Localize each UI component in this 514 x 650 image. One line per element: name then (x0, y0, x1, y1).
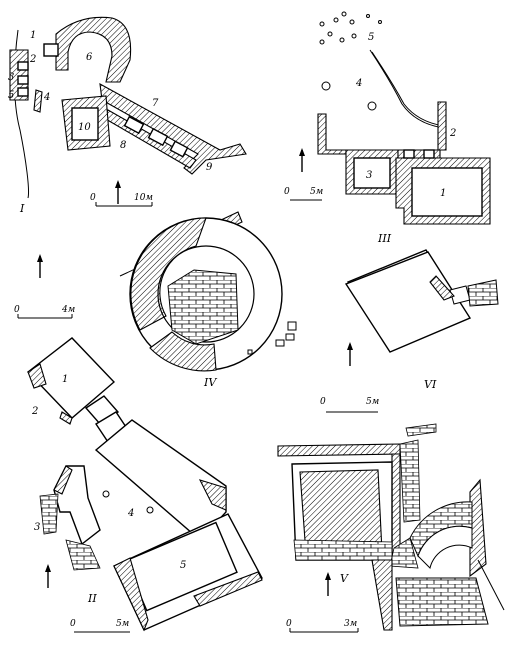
plan-III-label-5: 5 (368, 32, 374, 43)
north-arrow-icon (324, 571, 332, 597)
plan-II-label-4: 4 (127, 508, 134, 519)
plan-VI: 0 5м VI (320, 249, 499, 413)
plan-IV-title: IV (203, 376, 217, 389)
plan-III-title: III (377, 232, 392, 245)
plan-II-label-3: 3 (34, 522, 40, 533)
plan-V-scale-end: 3м (344, 619, 357, 629)
plan-II-scale-end: 5м (116, 619, 129, 629)
plan-II-label-1: 1 (62, 374, 68, 385)
plan-I-scale-start: 0 (90, 193, 96, 203)
plan-I-label-7: 7 (152, 98, 159, 109)
plan-III-label-1: 1 (440, 188, 446, 199)
plan-I-label-10: 10 (78, 122, 91, 133)
plan-I-label-9: 9 (206, 162, 213, 173)
plan-I-label-4: 4 (43, 92, 50, 103)
plan-IV-scale-start: 0 (14, 305, 20, 315)
plan-I-label-3: 3 (8, 72, 14, 83)
north-arrow-icon (44, 563, 52, 589)
north-arrow-icon (346, 341, 354, 367)
plan-I-label-2: 2 (29, 54, 36, 65)
plan-III: 5 4 2 3 1 0 5м III (284, 11, 491, 245)
plan-II-label-2: 2 (31, 406, 38, 417)
plan-VI-scale-end: 5м (366, 397, 379, 407)
plan-I-label-6: 6 (86, 52, 93, 63)
north-arrow-icon (36, 253, 44, 279)
north-arrow-icon (298, 147, 306, 173)
plan-I-label-1: 1 (30, 30, 36, 41)
plan-VI-scale-start: 0 (320, 397, 326, 407)
plan-III-label-2: 2 (449, 128, 456, 139)
plan-V-scale-start: 0 (286, 619, 292, 629)
plan-I-scale-end: 10м (134, 193, 153, 203)
plan-II-title: II (87, 592, 97, 605)
plan-I-label-8: 8 (120, 140, 126, 151)
plan-III-label-4: 4 (355, 78, 362, 89)
plan-III-scale-start: 0 (284, 187, 290, 197)
plan-V: V 0 3м (277, 423, 505, 633)
north-arrow-icon (114, 179, 122, 205)
plan-III-label-3: 3 (366, 170, 372, 181)
plan-V-title: V (340, 572, 349, 585)
plan-II: 1 2 3 4 5 II 0 5м (26, 337, 263, 633)
plan-II-label-5: 5 (180, 560, 186, 571)
plan-III-scale-end: 5м (310, 187, 323, 197)
plan-I: 1 2 3 4 5 6 7 8 9 10 I 0 10м (8, 16, 247, 215)
plan-IV: 0 4м IV (14, 211, 297, 389)
plan-VI-title: VI (424, 378, 437, 391)
plan-II-scale-start: 0 (70, 619, 76, 629)
plan-IV-scale-end: 4м (61, 305, 75, 315)
plan-I-title: I (19, 202, 25, 215)
plan-I-label-5: 5 (8, 90, 14, 101)
